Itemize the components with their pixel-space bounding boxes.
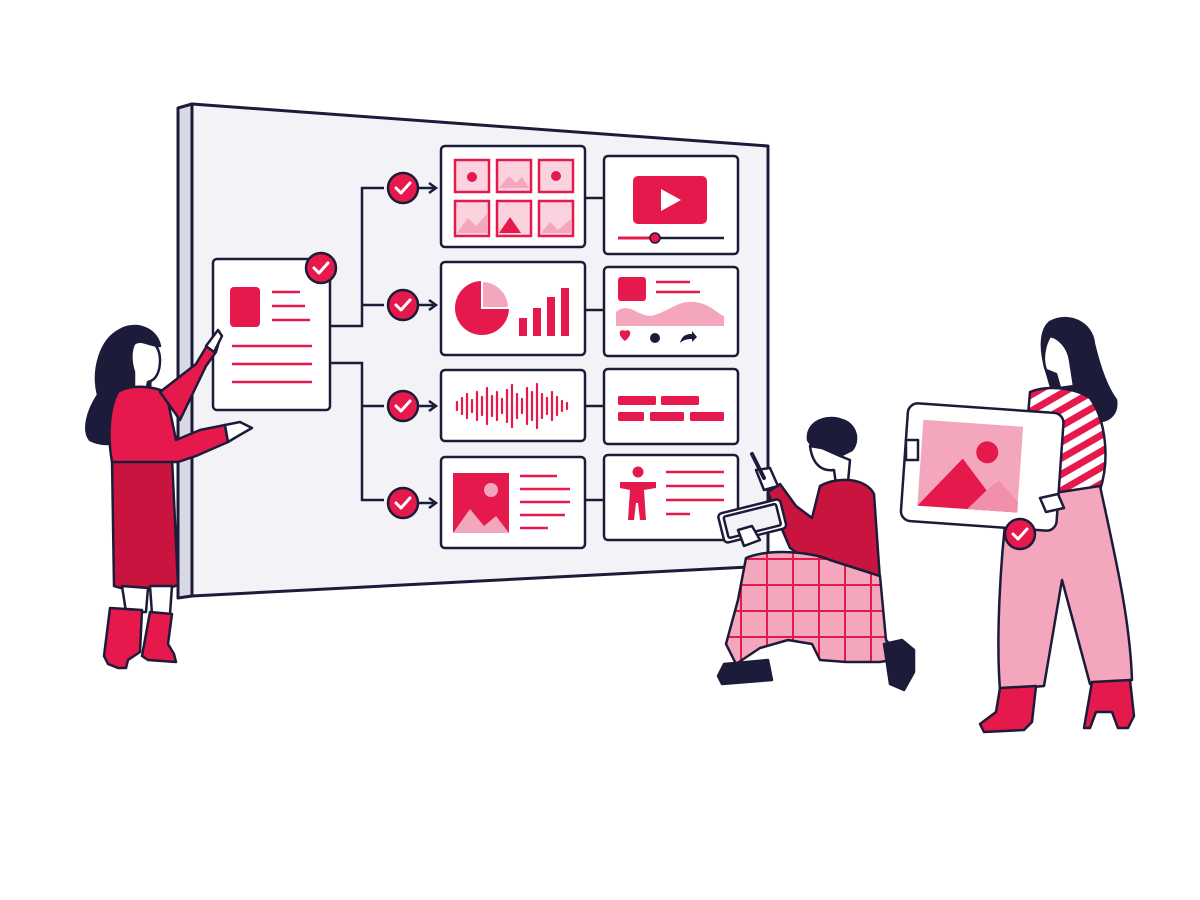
- input-card-audio: [439, 368, 587, 443]
- boot-left: [102, 606, 144, 670]
- check-badge-icon: [386, 288, 420, 322]
- output-card-text-blocks: [602, 367, 740, 446]
- output-card-accessibility: [602, 453, 740, 542]
- person-presenter: [85, 324, 254, 670]
- boot-right: [140, 610, 178, 664]
- pants: [724, 550, 904, 666]
- waveform-icon: [455, 382, 569, 430]
- boot-right: [1082, 678, 1136, 730]
- hand-left: [904, 438, 920, 462]
- person-kneeling: [716, 416, 916, 692]
- comment-icon: [650, 333, 660, 343]
- heart-icon: [619, 330, 631, 341]
- hand-holding-tablet: [736, 524, 762, 548]
- document-icon: [230, 287, 260, 327]
- play-icon: [661, 189, 681, 211]
- accessibility-icon: [620, 466, 656, 520]
- check-badge-icon: [386, 389, 420, 423]
- shoe-front: [716, 658, 774, 686]
- output-card-social-post: [602, 265, 740, 358]
- shirt: [108, 385, 230, 464]
- pie-chart-icon: [455, 279, 511, 335]
- share-icon: [680, 331, 697, 343]
- output-card-video-player: [602, 154, 740, 256]
- board-side: [176, 102, 194, 600]
- bar-chart-icon: [519, 288, 569, 336]
- shoe-back: [882, 638, 916, 692]
- skirt: [110, 456, 180, 592]
- check-badge-icon: [386, 486, 420, 520]
- source-card: [211, 251, 338, 412]
- check-badge-icon: [304, 251, 338, 285]
- check-badge-icon: [386, 171, 420, 205]
- boot-left: [978, 684, 1038, 734]
- input-card-charts: [439, 260, 587, 357]
- hand-open: [223, 420, 254, 444]
- area-chart-icon: [616, 301, 724, 326]
- tablet-device: [717, 498, 788, 544]
- hand-pointing: [204, 328, 224, 354]
- flow-connectors: [330, 181, 604, 510]
- input-card-image-gallery: [439, 144, 587, 249]
- input-card-image-text: [439, 455, 587, 550]
- face: [808, 444, 852, 486]
- board: [176, 102, 770, 600]
- text-blocks-icon: [618, 396, 724, 421]
- image-icon: [453, 473, 509, 533]
- hand-right: [1038, 492, 1066, 514]
- video-progress-handle: [649, 232, 661, 244]
- stylus: [750, 452, 766, 480]
- picture-frame: [899, 402, 1065, 532]
- image-grid-icon: [453, 158, 575, 238]
- check-badge-icon: [1003, 517, 1037, 551]
- person-standing: [899, 316, 1136, 734]
